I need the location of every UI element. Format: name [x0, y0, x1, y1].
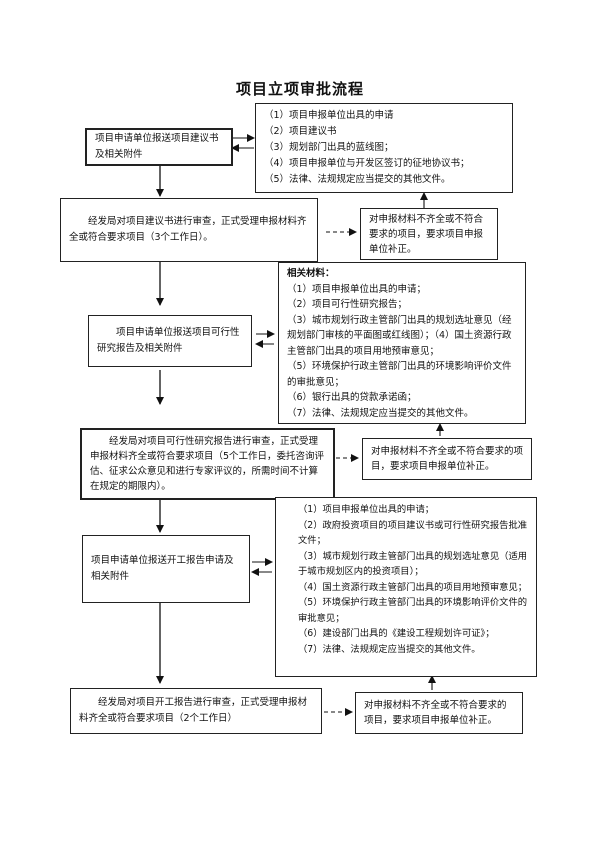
incomplete-note-1: 对申报材料不齐全或不符合要求的项目，要求项目申报单位补正。 — [360, 208, 498, 260]
step-5-text: 项目申请单位报送开工报告申请及相关附件 — [91, 555, 234, 582]
step-3-box: 项目申请单位报送项目可行性研究报告及相关附件 — [88, 315, 252, 367]
incomplete-note-2: 对申报材料不齐全或不符合要求的项目，要求项目申报单位补正。 — [362, 438, 532, 480]
step-1-text: 项目申请单位报送项目建议书及相关附件 — [95, 133, 219, 160]
page-title: 项目立项审批流程 — [235, 80, 364, 98]
materials-3-item-3: （3）城市规划行政主管部门出具的规划选址意见（适用于城市规划区内的投资项目）； — [298, 550, 528, 578]
materials-3-item-5: （5）环境保护行政主管部门出具的环境影响评价文件的审批意见； — [298, 597, 528, 624]
incomplete-note-3-text: 对申报材料不齐全或不符合要求的项目，要求项目申报单位补正。 — [364, 700, 507, 726]
materials-box-1: （1）项目申报单位出具的申请 （2）项目建议书 （3）规划部门出具的蓝线图； （… — [255, 103, 513, 193]
materials-3-item-4: （4）国土资源行政主管部门出具的项目用地预审意见； — [298, 581, 528, 593]
step-2-box: 经发局对项目建议书进行审查，正式受理申报材料齐全或符合要求项目（3个工作日）。 — [60, 198, 318, 262]
materials-2-item-2: （2）项目可行性研究报告； — [287, 299, 408, 310]
materials-2-heading: 相关材料： — [287, 268, 335, 279]
materials-1-item-1: （1）项目申报单位出具的申请 — [264, 110, 394, 121]
step-4-text: 经发局对项目可行性研究报告进行审查，正式受理申报材料齐全或符合要求项目（5个工作… — [90, 436, 325, 492]
materials-3-item-1: （1）项目申报单位出具的申请； — [298, 504, 435, 515]
materials-box-3: （1）项目申报单位出具的申请； （2）政府投资项目的项目建议书或可行性研究报告批… — [275, 497, 537, 677]
incomplete-note-2-text: 对申报材料不齐全或不符合要求的项目，要求项目申报单位补正。 — [371, 446, 524, 472]
materials-3-item-2: （2）政府投资项目的项目建议书或可行性研究报告批准文件； — [298, 519, 528, 547]
step-2-text: 经发局对项目建议书进行审查，正式受理申报材料齐全或符合要求项目（3个工作日）。 — [69, 216, 307, 243]
incomplete-note-1-text: 对申报材料不齐全或不符合要求的项目，要求项目申报单位补正。 — [369, 213, 484, 255]
materials-2-item-4: （5）环境保护行政主管部门出具的环境影响评价文件的审批意见； — [287, 361, 512, 388]
materials-2-item-3: （3）城市规划行政主管部门出具的规划选址意见（经规划部门审核的平面图或红线图）；… — [287, 314, 512, 357]
materials-1-item-5: （5）法律、法规规定应当提交的其他文件。 — [264, 174, 451, 185]
materials-1-item-3: （3）规划部门出具的蓝线图； — [264, 142, 394, 153]
materials-1-item-2: （2）项目建议书 — [264, 126, 337, 137]
step-4-box: 经发局对项目可行性研究报告进行审查，正式受理申报材料齐全或符合要求项目（5个工作… — [80, 428, 335, 500]
materials-3-item-7: （7）法律、法规规定应当提交的其他文件。 — [298, 643, 481, 655]
materials-3-item-6: （6）建设部门出具的《建设工程规划许可证》； — [298, 628, 495, 639]
incomplete-note-3: 对申报材料不齐全或不符合要求的项目，要求项目申报单位补正。 — [355, 692, 523, 734]
step-1-box: 项目申请单位报送项目建议书及相关附件 — [85, 128, 233, 166]
materials-2-item-6: （7）法律、法规规定应当提交的其他文件。 — [287, 407, 474, 419]
step-6-box: 经发局对项目开工报告进行审查，正式受理申报材料齐全或符合要求项目（2个工作日） — [70, 688, 322, 734]
step-6-text: 经发局对项目开工报告进行审查，正式受理申报材料齐全或符合要求项目（2个工作日） — [79, 697, 308, 724]
step-3-text: 项目申请单位报送项目可行性研究报告及相关附件 — [97, 327, 240, 354]
materials-box-2: 相关材料： （1）项目申报单位出具的申请； （2）项目可行性研究报告； （3）城… — [278, 262, 526, 424]
materials-2-item-1: （1）项目申报单位出具的申请； — [287, 283, 427, 295]
materials-1-item-4: （4）项目申报单位与开发区签订的征地协议书； — [264, 158, 470, 169]
step-5-box: 项目申请单位报送开工报告申请及相关附件 — [82, 535, 250, 603]
materials-2-item-5: （6）银行出具的贷款承诺函； — [287, 392, 417, 403]
